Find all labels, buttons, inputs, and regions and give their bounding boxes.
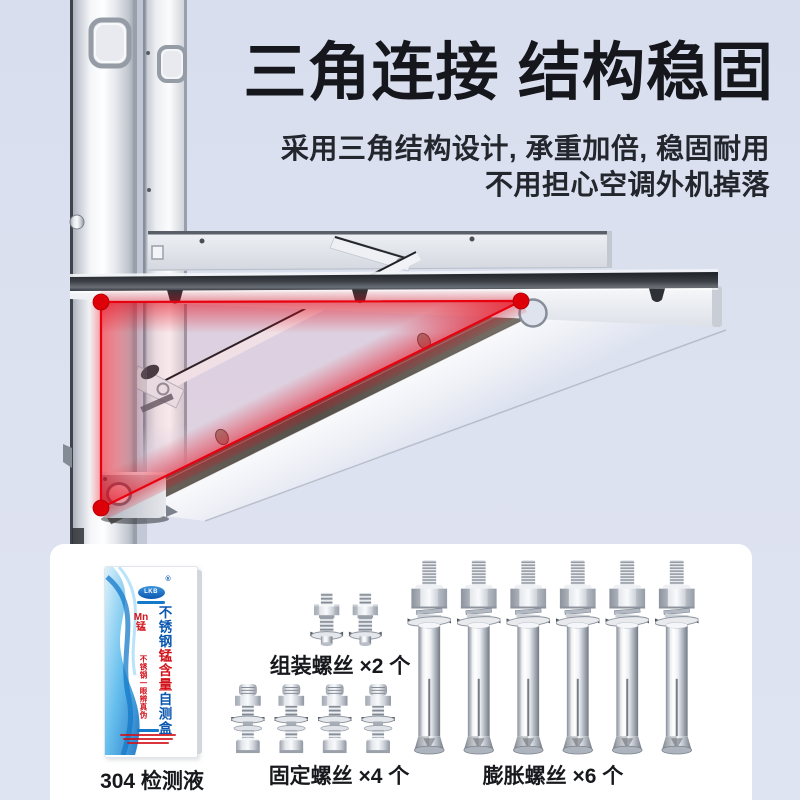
- expansion-bolts-label: 膨胀螺丝 ×6 个: [482, 765, 624, 788]
- screw-icon: [309, 592, 344, 647]
- diagonal-brace-face: [101, 303, 727, 522]
- triangle-outline: [99, 299, 523, 510]
- expansion-bolts-image: [407, 560, 699, 755]
- assembly-screws-label: 组装螺丝 ×2 个: [269, 655, 411, 678]
- triangle-vertex-dot: [512, 292, 530, 310]
- box-wave-art: [105, 567, 140, 755]
- screw-icon: [361, 684, 395, 754]
- screw-icon: [274, 684, 309, 754]
- subheadline-line1: 采用三角结构设计, 承重加倍, 稳固耐用: [280, 133, 770, 164]
- assembly-screws-image: [309, 592, 383, 647]
- triangle-annotation: [89, 289, 530, 519]
- test-liquid-label: 304 检测液: [100, 770, 204, 793]
- screw-icon: [506, 560, 551, 755]
- screw-icon: [654, 560, 699, 755]
- box-product-name: 不锈钢锰含量自测盒: [156, 605, 172, 736]
- screw-icon: [407, 560, 452, 755]
- support-arm-rear: [147, 231, 613, 272]
- screw-icon: [456, 560, 501, 755]
- fixing-screws-image: [231, 684, 395, 754]
- bracket-photo: [63, 0, 727, 545]
- registered-mark: ®: [165, 576, 171, 583]
- screw-icon: [605, 560, 650, 755]
- box-brand-row: LKB®: [105, 576, 197, 604]
- screw-icon: [231, 684, 265, 754]
- screw-icon: [348, 592, 383, 647]
- headline: 三角连接 结构稳固: [243, 38, 774, 108]
- triangle-vertex-dot: [92, 499, 110, 517]
- subheadline-line2: 不用担心空调外机掉落: [484, 169, 770, 200]
- parts-panel: LKB® Mn 锰 不锈钢锰含量自测盒 不锈钢一眼辨真伪 304 检测液 组装螺…: [50, 544, 752, 800]
- brand-subtext-line: [137, 601, 165, 604]
- triangle-vertex-dot: [92, 293, 110, 311]
- screw-icon: [555, 560, 600, 755]
- screw-icon: [317, 684, 352, 754]
- box-instructions: [105, 727, 191, 744]
- fixing-screws-label: 固定螺丝 ×4 个: [268, 765, 410, 788]
- brand-logo: LKB: [137, 586, 165, 599]
- box-side-note: 不锈钢一眼辨真伪: [139, 655, 148, 719]
- test-liquid-box: LKB® Mn 锰 不锈钢锰含量自测盒 不锈钢一眼辨真伪: [104, 566, 202, 758]
- box-side-face: [197, 570, 202, 754]
- element-label: Mn 锰: [133, 612, 149, 633]
